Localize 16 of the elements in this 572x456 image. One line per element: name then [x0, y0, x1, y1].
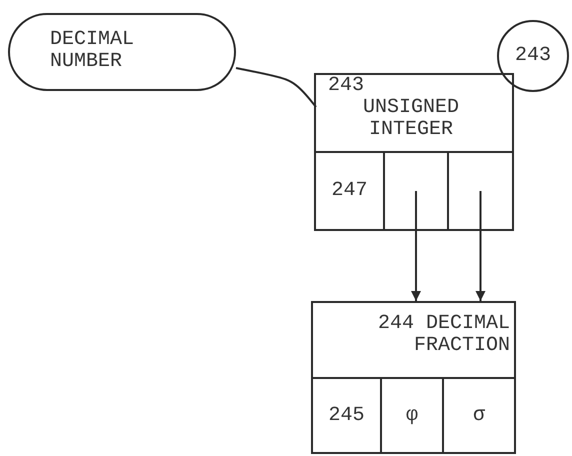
record-number: 243 [328, 75, 364, 97]
field-value: 245 [327, 404, 366, 426]
terminal-box [8, 13, 236, 91]
record-title: UNSIGNED INTEGER [362, 97, 460, 141]
reference-number: 243 [514, 45, 552, 67]
terminal-label: DECIMAL NUMBER [50, 29, 136, 73]
field-value: σ [472, 404, 486, 426]
arrow [411, 191, 421, 301]
field-value: 247 [330, 180, 368, 202]
field-value: φ [404, 404, 419, 426]
leader-line [236, 67, 317, 108]
arrow [476, 191, 486, 301]
reference-circle [497, 20, 569, 92]
record-title: 244 DECIMAL FRACTION [376, 313, 510, 357]
record-box [311, 301, 516, 454]
record-box [314, 73, 514, 231]
